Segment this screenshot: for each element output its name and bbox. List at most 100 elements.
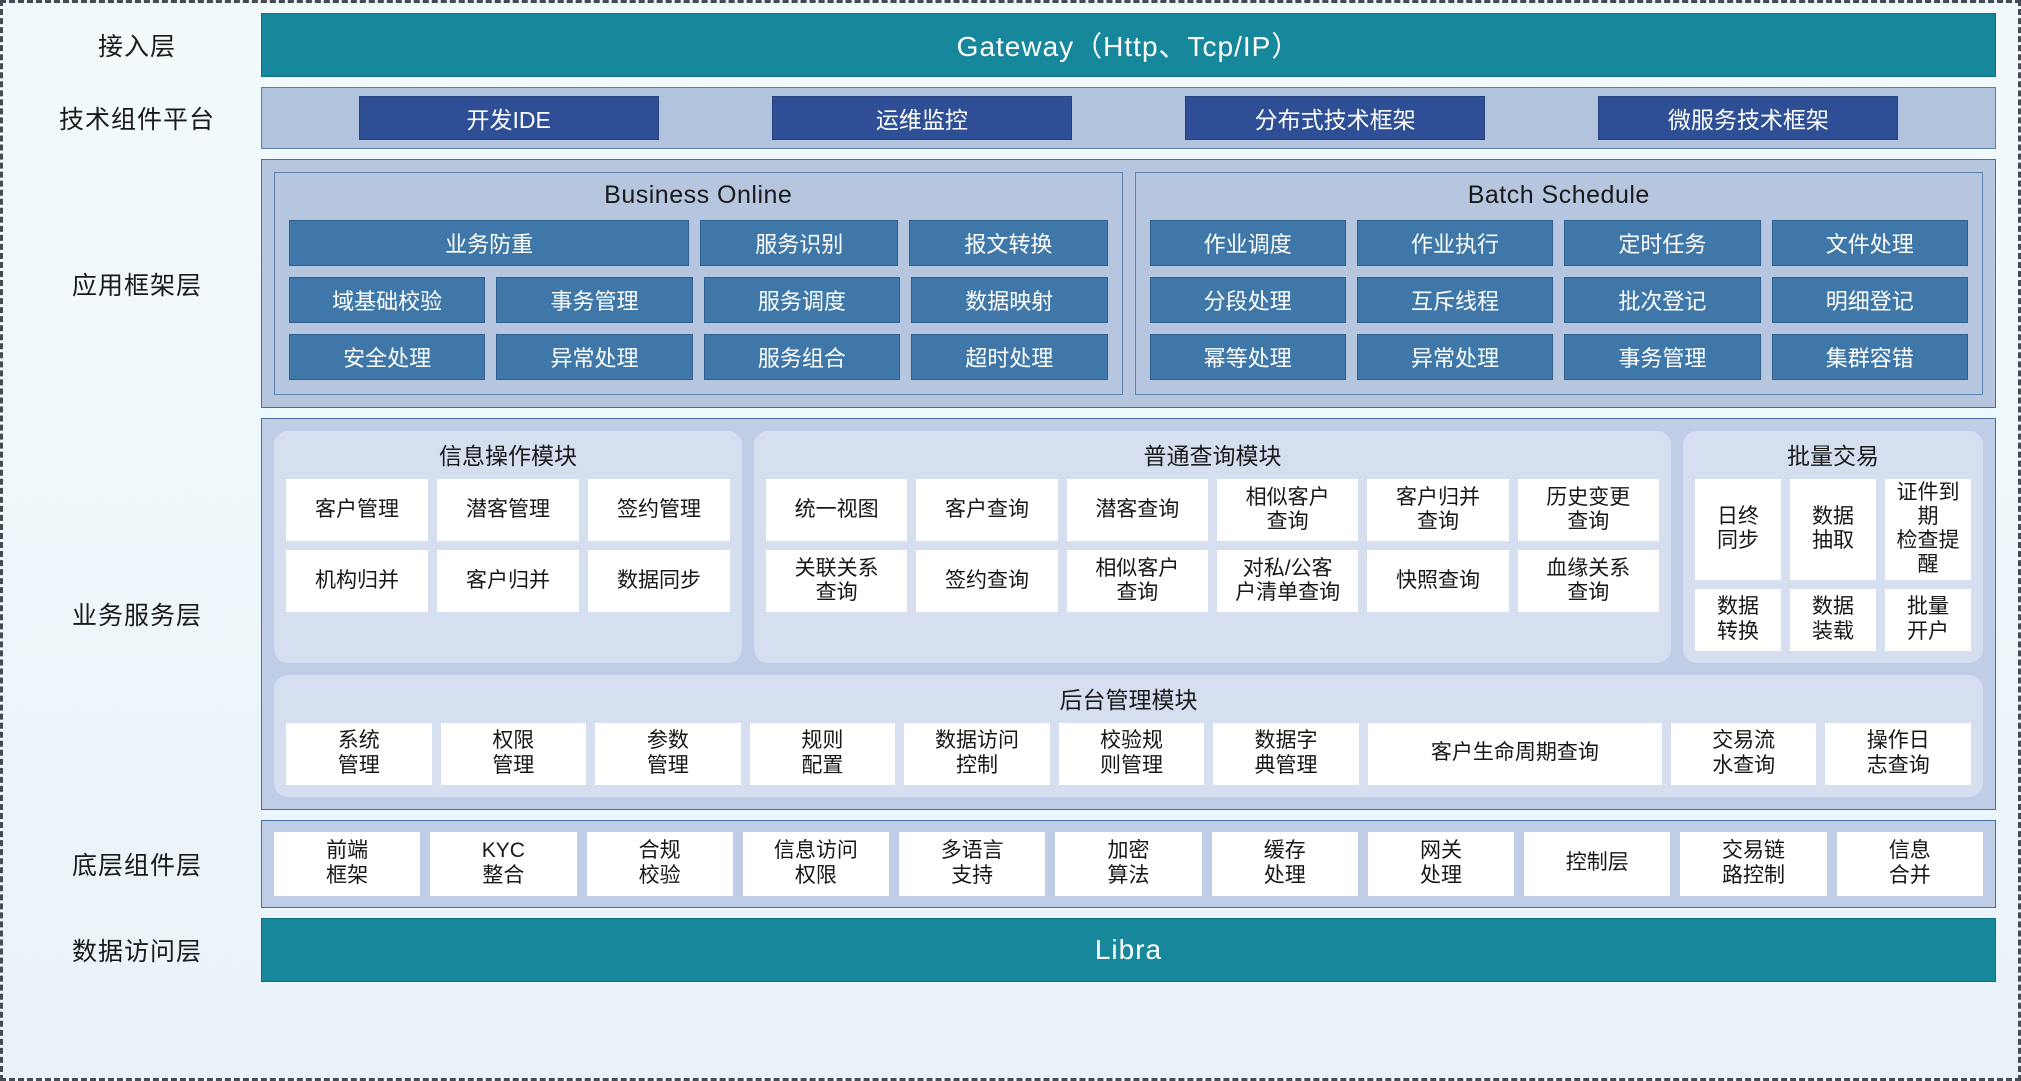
query-module-cell-0-3[interactable]: 相似客户 查询: [1216, 479, 1359, 541]
query-module-cell-1-2[interactable]: 相似客户 查询: [1066, 550, 1208, 612]
query-module-cell-1-0[interactable]: 关联关系 查询: [766, 550, 908, 612]
tech-chip-0[interactable]: 开发IDE: [358, 96, 659, 140]
admin-cell-1[interactable]: 权限 管理: [440, 722, 587, 785]
app-group-grid-0: 业务防重服务识别报文转换域基础校验事务管理服务调度数据映射安全处理异常处理服务组…: [289, 220, 1108, 380]
app-chip-1-1-0[interactable]: 分段处理: [1149, 277, 1346, 323]
batch-transaction-card: 批量交易 日终 同步数据 抽取证件到期 检查提醒数据 转换数据 装载批量 开户: [1683, 431, 1983, 663]
query-module-cell-0-5[interactable]: 历史变更 查询: [1517, 479, 1659, 541]
app-chip-1-0-1[interactable]: 作业执行: [1356, 220, 1554, 266]
app-chip-0-0-0[interactable]: 业务防重: [289, 220, 690, 266]
app-chip-1-2-1[interactable]: 异常处理: [1356, 334, 1554, 380]
app-group-1-row-0: 作业调度作业执行定时任务文件处理: [1149, 220, 1968, 266]
tech-chip-2[interactable]: 分布式技术框架: [1185, 96, 1486, 140]
query-module-cell-0-4[interactable]: 客户归并 查询: [1367, 479, 1509, 541]
admin-cell-6[interactable]: 数据字 典管理: [1213, 722, 1359, 785]
query-module-cell-1-1[interactable]: 签约查询: [916, 550, 1058, 612]
base-cell-3[interactable]: 信息访问 权限: [742, 831, 890, 896]
admin-cell-2[interactable]: 参数 管理: [595, 722, 741, 785]
info-module-row-0: 客户管理潜客管理签约管理: [286, 479, 730, 541]
admin-cell-7[interactable]: 客户生命周期查询: [1367, 722, 1662, 785]
app-chip-0-0-2[interactable]: 报文转换: [909, 220, 1108, 266]
query-module-row-1: 关联关系 查询签约查询相似客户 查询对私/公客 户清单查询快照查询血缘关系 查询: [766, 550, 1659, 612]
libra-bar[interactable]: Libra: [261, 917, 1996, 982]
layer-row-business-service: 业务服务层 信息操作模块 客户管理潜客管理签约管理机构归并客户归并数据同步 普通…: [13, 418, 1996, 810]
base-cell-0[interactable]: 前端 框架: [274, 831, 421, 896]
base-cell-5[interactable]: 加密 算法: [1055, 831, 1202, 896]
app-chip-1-0-3[interactable]: 文件处理: [1771, 220, 1968, 266]
info-module-cell-1-2[interactable]: 数据同步: [588, 550, 730, 612]
base-cell-2[interactable]: 合规 校验: [586, 831, 733, 896]
query-module-cell-1-5[interactable]: 血缘关系 查询: [1517, 550, 1659, 612]
query-module-rows: 统一视图客户查询潜客查询相似客户 查询客户归并 查询历史变更 查询关联关系 查询…: [766, 479, 1659, 612]
app-chip-0-1-3[interactable]: 数据映射: [911, 277, 1108, 323]
batch-module-cell-1-0[interactable]: 数据 转换: [1695, 588, 1781, 651]
layer-label-business-service: 业务服务层: [71, 601, 202, 630]
base-cell-9[interactable]: 交易链 路控制: [1680, 831, 1827, 896]
app-chip-1-1-3[interactable]: 明细登记: [1771, 277, 1968, 323]
base-cell-7[interactable]: 网关 处理: [1367, 831, 1515, 896]
query-module-cell-1-3[interactable]: 对私/公客 户清单查询: [1216, 550, 1359, 612]
admin-module-row: 系统 管理权限 管理参数 管理规则 配置数据访问 控制校验规 则管理数据字 典管…: [286, 722, 1972, 785]
app-chip-1-1-1[interactable]: 互斥线程: [1356, 277, 1554, 323]
app-chip-0-2-3[interactable]: 超时处理: [911, 334, 1108, 380]
app-chip-0-2-0[interactable]: 安全处理: [289, 334, 486, 380]
app-chip-1-0-0[interactable]: 作业调度: [1149, 220, 1346, 266]
info-module-cell-0-1[interactable]: 潜客管理: [437, 479, 579, 541]
app-group-grid-1: 作业调度作业执行定时任务文件处理分段处理互斥线程批次登记明细登记幂等处理异常处理…: [1149, 220, 1968, 380]
batch-module-cell-0-0[interactable]: 日终 同步: [1695, 479, 1781, 580]
admin-cell-3[interactable]: 规则 配置: [749, 722, 896, 785]
tech-platform-panel: 开发IDE 运维监控 分布式技术框架 微服务技术框架: [261, 87, 1996, 149]
info-module-cell-1-0[interactable]: 机构归并: [286, 550, 428, 612]
admin-cell-5[interactable]: 校验规 则管理: [1058, 722, 1205, 785]
app-group-title-0: Business Online: [604, 181, 793, 209]
admin-cell-4[interactable]: 数据访问 控制: [904, 722, 1050, 785]
admin-module-title: 后台管理模块: [1059, 686, 1198, 713]
query-module-cell-0-2[interactable]: 潜客查询: [1066, 479, 1208, 541]
app-group-0-row-2: 安全处理异常处理服务组合超时处理: [289, 334, 1108, 380]
query-module-cell-1-4[interactable]: 快照查询: [1367, 550, 1509, 612]
info-operation-module-rows: 客户管理潜客管理签约管理机构归并客户归并数据同步: [286, 479, 730, 612]
tech-chip-1[interactable]: 运维监控: [771, 96, 1072, 140]
info-module-cell-0-2[interactable]: 签约管理: [588, 479, 730, 541]
info-module-cell-0-0[interactable]: 客户管理: [286, 479, 428, 541]
app-group-1-row-2: 幂等处理异常处理事务管理集群容错: [1149, 334, 1968, 380]
base-cell-6[interactable]: 缓存 处理: [1211, 831, 1358, 896]
base-cell-10[interactable]: 信息 合并: [1836, 831, 1983, 896]
app-chip-0-1-2[interactable]: 服务调度: [703, 277, 901, 323]
app-chip-1-0-2[interactable]: 定时任务: [1564, 220, 1761, 266]
batch-module-cell-1-2[interactable]: 批量 开户: [1885, 588, 1971, 651]
app-chip-0-0-1[interactable]: 服务识别: [700, 220, 899, 266]
base-cell-8[interactable]: 控制层: [1524, 831, 1671, 896]
app-chip-1-2-3[interactable]: 集群容错: [1771, 334, 1968, 380]
query-module-card: 普通查询模块 统一视图客户查询潜客查询相似客户 查询客户归并 查询历史变更 查询…: [754, 431, 1671, 663]
app-chip-1-2-0[interactable]: 幂等处理: [1149, 334, 1346, 380]
app-chip-0-2-2[interactable]: 服务组合: [703, 334, 901, 380]
query-module-cell-0-1[interactable]: 客户查询: [916, 479, 1058, 541]
admin-cell-8[interactable]: 交易流 水查询: [1670, 722, 1817, 785]
base-cell-4[interactable]: 多语言 支持: [899, 831, 1046, 896]
batch-module-cell-1-1[interactable]: 数据 装载: [1790, 588, 1876, 651]
batch-module-cell-0-1[interactable]: 数据 抽取: [1790, 479, 1876, 580]
app-group-title-1: Batch Schedule: [1467, 181, 1650, 209]
app-chip-0-1-0[interactable]: 域基础校验: [289, 277, 486, 323]
batch-module-cell-0-2[interactable]: 证件到期 检查提醒: [1885, 479, 1971, 580]
app-chip-1-2-2[interactable]: 事务管理: [1564, 334, 1761, 380]
business-service-panel: 信息操作模块 客户管理潜客管理签约管理机构归并客户归并数据同步 普通查询模块 统…: [261, 418, 1996, 810]
info-module-cell-1-1[interactable]: 客户归并: [437, 550, 579, 612]
app-chip-0-2-1[interactable]: 异常处理: [496, 334, 693, 380]
admin-cell-9[interactable]: 操作日 志查询: [1825, 722, 1972, 785]
app-group-0-row-1: 域基础校验事务管理服务调度数据映射: [289, 277, 1108, 323]
tech-chip-3[interactable]: 微服务技术框架: [1598, 96, 1899, 140]
query-module-title: 普通查询模块: [1143, 443, 1282, 469]
layer-label-access: 接入层: [97, 33, 176, 61]
gateway-bar[interactable]: Gateway（Http、Tcp/IP）: [261, 13, 1996, 77]
query-module-cell-0-0[interactable]: 统一视图: [766, 479, 908, 541]
admin-cell-0[interactable]: 系统 管理: [286, 722, 432, 785]
base-cell-1[interactable]: KYC 整合: [430, 831, 577, 896]
layer-label-tech-platform: 技术组件平台: [58, 106, 215, 134]
app-chip-0-1-1[interactable]: 事务管理: [496, 277, 693, 323]
app-chip-1-1-2[interactable]: 批次登记: [1564, 277, 1761, 323]
